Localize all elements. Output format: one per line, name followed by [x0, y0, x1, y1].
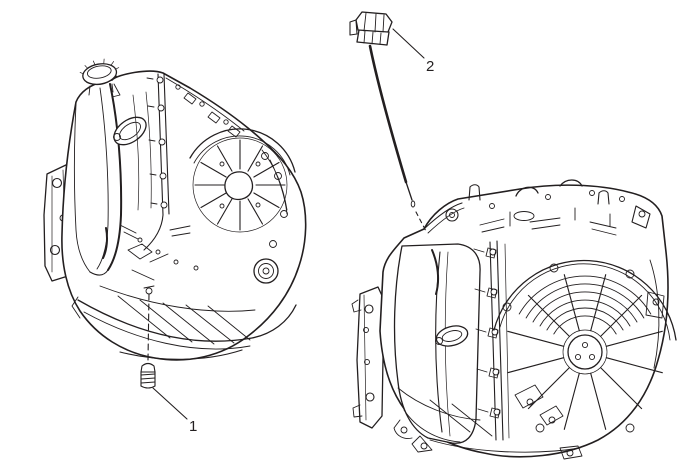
left-transaxle-illustration [43, 58, 307, 361]
left-case-right-ribs [261, 149, 288, 248]
right-top-structure [423, 179, 651, 236]
callout-2-label: 2 [426, 58, 434, 75]
left-oval-boss [113, 116, 147, 146]
fill-plug-glyph [140, 362, 156, 389]
left-oil-pan [71, 285, 297, 360]
right-valvebody-details [514, 384, 564, 426]
left-side-cover [74, 83, 123, 276]
left-case-silhouette [61, 70, 307, 361]
left-pan-ribs [117, 295, 251, 345]
right-side-cover [393, 243, 481, 444]
right-bolt-flange [473, 240, 510, 441]
left-torque-converter [189, 128, 296, 233]
callout-1-dashed-leader [147, 293, 150, 361]
left-vent-cap [79, 58, 120, 86]
callout-1-leader [152, 387, 188, 420]
right-bracket [351, 286, 385, 429]
callout-1: 1 [140, 293, 197, 435]
right-case-edge-details [397, 259, 665, 460]
right-transaxle-illustration [351, 179, 677, 460]
left-case-details [119, 224, 199, 295]
left-converter-fins [194, 139, 286, 231]
dipstick-rod [368, 44, 408, 184]
callout-2: 2 [349, 11, 434, 234]
callout-2-leader [392, 28, 425, 59]
left-pulley-boss [253, 258, 279, 284]
right-torque-converter [493, 259, 677, 433]
callout-1-label: 1 [189, 418, 197, 435]
right-converter-vanes [507, 274, 663, 430]
fluid-level-indicator-glyph [349, 11, 428, 234]
